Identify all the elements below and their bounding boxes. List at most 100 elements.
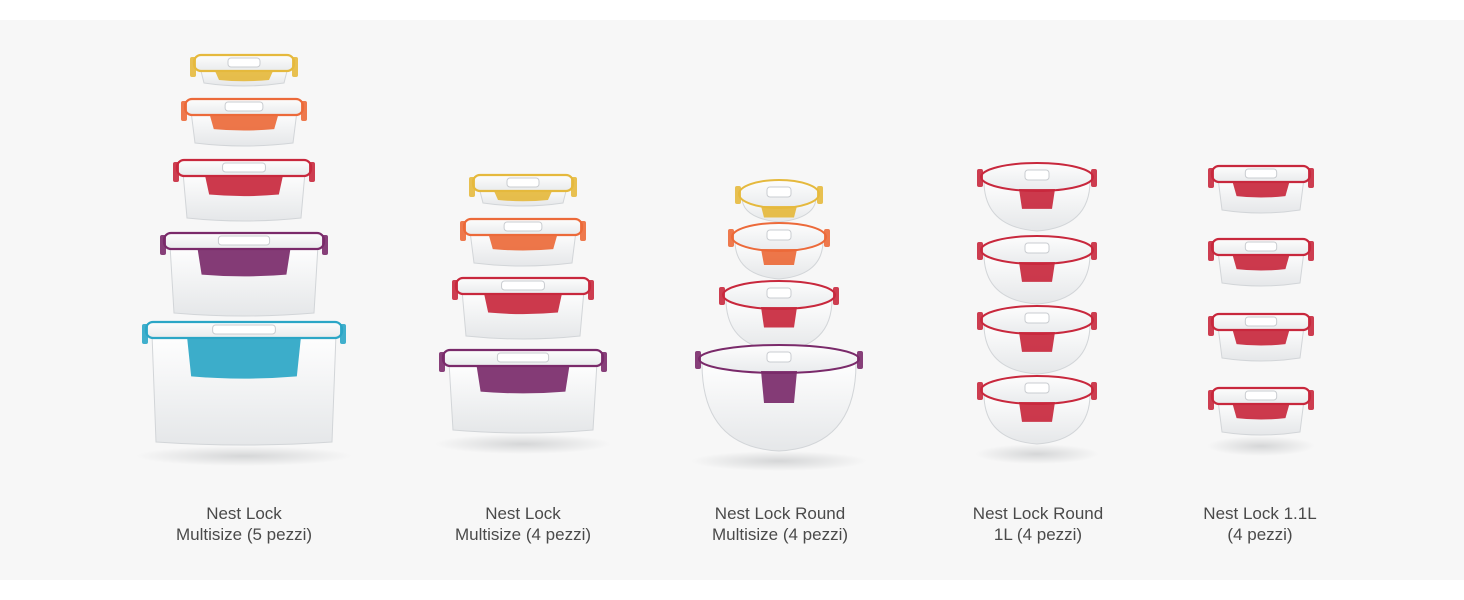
container-stack — [136, 53, 352, 466]
clip-right — [309, 162, 315, 182]
clip-right — [580, 221, 586, 241]
clip-right — [588, 280, 594, 300]
clip-right — [1308, 316, 1314, 336]
caption-line-1: Nest Lock Round — [972, 504, 1104, 523]
front-clip — [1232, 330, 1290, 346]
stack-shadow — [691, 451, 867, 471]
container — [142, 320, 346, 446]
caption-line-2: Multisize (4 pezzi) — [454, 525, 592, 544]
caption-nest-lock-round-1l-4: Nest Lock Round 1L (4 pezzi) — [918, 503, 1158, 545]
lid-handle — [1244, 241, 1278, 252]
clip-left — [190, 57, 196, 77]
lid-handle — [1244, 316, 1278, 327]
container — [460, 217, 586, 267]
caption-line-1: Nest Lock — [485, 504, 561, 523]
clip-right — [1308, 241, 1314, 261]
front-clip — [761, 307, 797, 328]
lid-handle — [1024, 382, 1050, 394]
container — [1208, 386, 1314, 436]
clip-left — [1208, 241, 1214, 261]
front-clip — [494, 191, 552, 202]
container — [469, 173, 577, 207]
caption-line-2: Multisize (4 pezzi) — [711, 525, 849, 544]
clip-right — [1091, 242, 1097, 260]
container — [735, 179, 823, 223]
caption-nest-lock-multisize-4: Nest Lock Multisize (4 pezzi) — [403, 503, 643, 545]
lid-handle — [1024, 312, 1050, 324]
clip-left — [1208, 316, 1214, 336]
clip-left — [728, 229, 734, 247]
clip-left — [1208, 390, 1214, 410]
stack-shadow — [1207, 436, 1315, 456]
container-stack — [975, 162, 1099, 464]
clip-left — [142, 324, 148, 344]
lid-handle — [1024, 242, 1050, 254]
container — [719, 280, 839, 352]
caption-line-2: 1L (4 pezzi) — [993, 525, 1083, 544]
container — [173, 158, 315, 222]
clip-right — [292, 57, 298, 77]
front-clip — [1019, 189, 1055, 209]
front-clip — [761, 371, 797, 403]
clip-right — [824, 229, 830, 247]
clip-right — [571, 177, 577, 197]
caption-line-1: Nest Lock Round — [714, 504, 846, 523]
container-stack — [691, 179, 867, 471]
clip-right — [817, 186, 823, 204]
clip-left — [977, 382, 983, 400]
front-clip — [1232, 404, 1290, 420]
lid-handle — [766, 287, 792, 299]
lid-handle — [766, 351, 792, 363]
container-stack — [1207, 164, 1315, 456]
caption-nest-lock-1-1l-4: Nest Lock 1.1L (4 pezzi) — [1140, 503, 1380, 545]
front-clip — [215, 71, 273, 82]
clip-right — [1091, 382, 1097, 400]
front-clip — [1232, 255, 1290, 271]
front-clip — [488, 235, 558, 251]
lid-handle — [227, 57, 261, 68]
container-body — [701, 360, 857, 452]
caption-line-1: Nest Lock — [206, 504, 282, 523]
clip-left — [469, 177, 475, 197]
front-clip — [1019, 402, 1055, 422]
clip-right — [1308, 168, 1314, 188]
clip-right — [1091, 312, 1097, 330]
lid-handle — [1244, 390, 1278, 401]
front-clip — [761, 206, 797, 218]
clip-right — [301, 101, 307, 121]
lid-handle — [212, 324, 276, 335]
lid-handle — [766, 186, 792, 198]
stack-shadow — [136, 446, 352, 466]
front-clip — [476, 366, 570, 394]
clip-right — [1091, 169, 1097, 187]
lid-handle — [1244, 168, 1278, 179]
clip-right — [322, 235, 328, 255]
caption-nest-lock-round-multisize-4: Nest Lock Round Multisize (4 pezzi) — [660, 503, 900, 545]
lid-handle — [501, 280, 545, 291]
front-clip — [197, 249, 291, 277]
stack-shadow — [435, 434, 611, 454]
clip-left — [977, 312, 983, 330]
clip-left — [173, 162, 179, 182]
lid-handle — [1024, 169, 1050, 181]
clip-right — [857, 351, 863, 369]
clip-left — [977, 242, 983, 260]
front-clip — [209, 115, 279, 131]
caption-nest-lock-multisize-5: Nest Lock Multisize (5 pezzi) — [124, 503, 364, 545]
clip-left — [460, 221, 466, 241]
front-clip — [1232, 182, 1290, 198]
caption-line-1: Nest Lock 1.1L — [1203, 504, 1317, 523]
front-clip — [1019, 262, 1055, 282]
clip-right — [833, 287, 839, 305]
lid-handle — [222, 162, 266, 173]
caption-line-2: Multisize (5 pezzi) — [175, 525, 313, 544]
lid-handle — [224, 101, 264, 112]
container — [190, 53, 298, 87]
caption-line-2: (4 pezzi) — [1227, 525, 1293, 544]
lid-handle — [506, 177, 540, 188]
clip-left — [977, 169, 983, 187]
front-clip — [1019, 332, 1055, 352]
lid-handle — [503, 221, 543, 232]
clip-left — [181, 101, 187, 121]
